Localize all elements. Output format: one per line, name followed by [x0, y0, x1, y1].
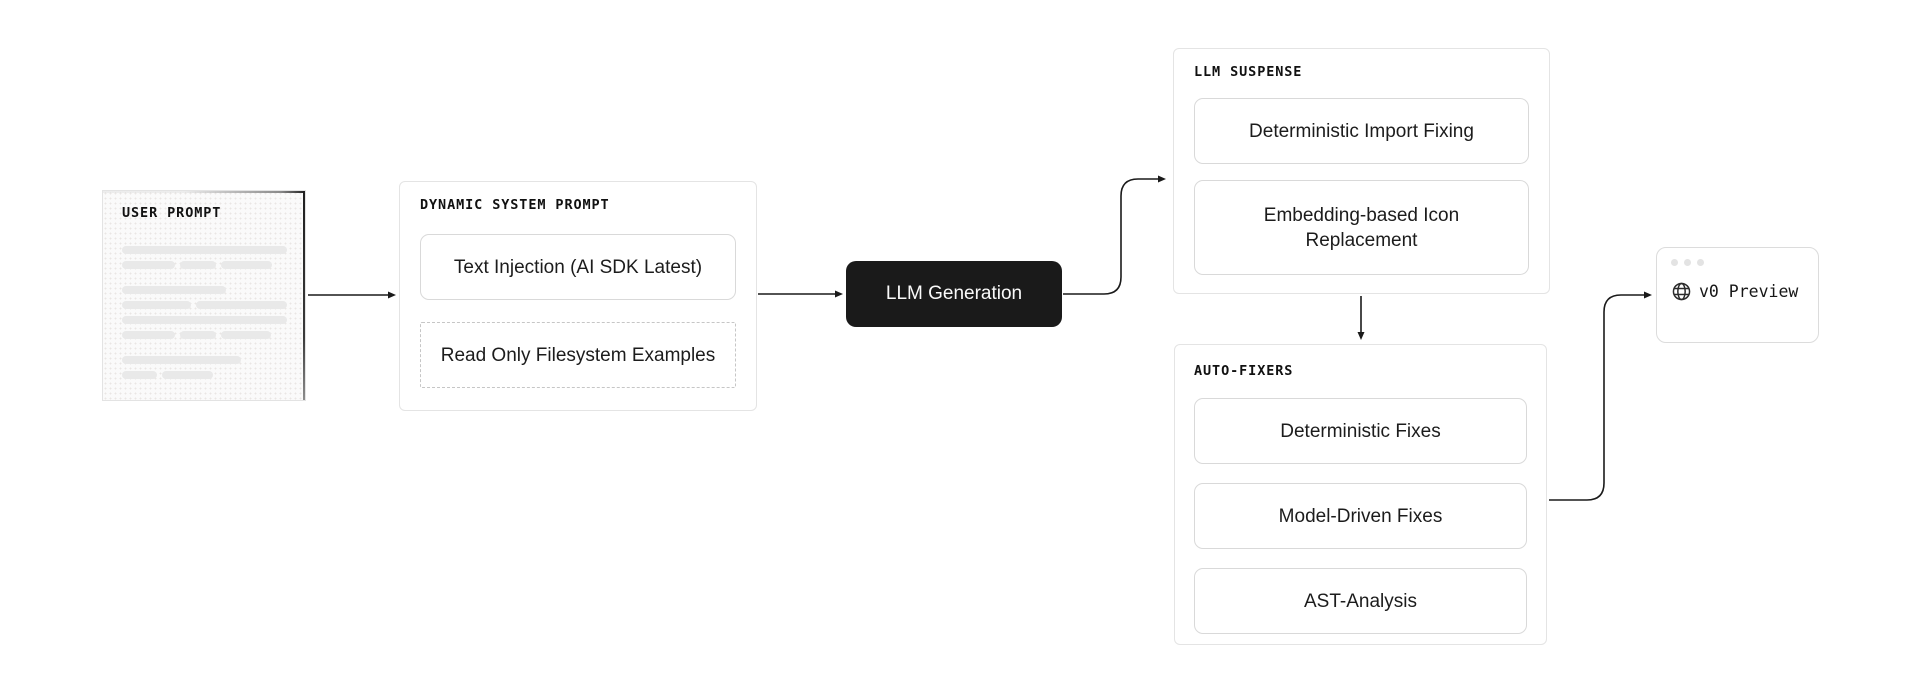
card-edge-decoration-top — [103, 191, 305, 193]
node-deterministic-fixes: Deterministic Fixes — [1194, 398, 1527, 464]
skeleton-row — [122, 301, 287, 309]
prompt-text-skeleton — [122, 246, 287, 379]
dynamic-system-prompt-title: DYNAMIC SYSTEM PROMPT — [420, 197, 610, 213]
node-ast-analysis: AST-Analysis — [1194, 568, 1527, 634]
skeleton-row — [122, 246, 287, 254]
browser-window-dots-icon — [1671, 259, 1804, 266]
arrow-llm-to-suspense — [1063, 175, 1166, 295]
skeleton-row — [122, 261, 287, 269]
node-embedding-based-icon-replacement: Embedding-based Icon Replacement — [1194, 180, 1529, 275]
user-prompt-card: USER PROMPT — [102, 190, 306, 401]
llm-suspense-title: LLM SUSPENSE — [1194, 64, 1303, 80]
card-edge-decoration-right — [303, 191, 305, 400]
skeleton-row — [122, 316, 287, 324]
preview-body: v0 Preview — [1671, 281, 1804, 302]
llm-suspense-panel: LLM SUSPENSE Deterministic Import Fixing… — [1173, 48, 1550, 294]
node-model-driven-fixes: Model-Driven Fixes — [1194, 483, 1527, 549]
node-llm-generation: LLM Generation — [846, 261, 1062, 327]
v0-preview-label: v0 Preview — [1699, 282, 1799, 301]
node-deterministic-import-fixing: Deterministic Import Fixing — [1194, 98, 1529, 164]
arrow-autofixers-to-preview — [1549, 291, 1652, 501]
v0-preview-card: v0 Preview — [1656, 247, 1819, 343]
auto-fixers-title: AUTO-FIXERS — [1194, 363, 1294, 379]
dynamic-system-prompt-panel: DYNAMIC SYSTEM PROMPT Text Injection (AI… — [399, 181, 757, 411]
node-text-injection: Text Injection (AI SDK Latest) — [420, 234, 736, 300]
skeleton-row — [122, 331, 287, 339]
globe-icon — [1672, 282, 1691, 301]
node-read-only-filesystem-examples: Read Only Filesystem Examples — [420, 322, 736, 388]
auto-fixers-panel: AUTO-FIXERS Deterministic Fixes Model-Dr… — [1174, 344, 1547, 645]
skeleton-row — [122, 356, 287, 364]
user-prompt-title: USER PROMPT — [122, 205, 222, 221]
skeleton-row — [122, 371, 287, 379]
skeleton-row — [122, 286, 287, 294]
